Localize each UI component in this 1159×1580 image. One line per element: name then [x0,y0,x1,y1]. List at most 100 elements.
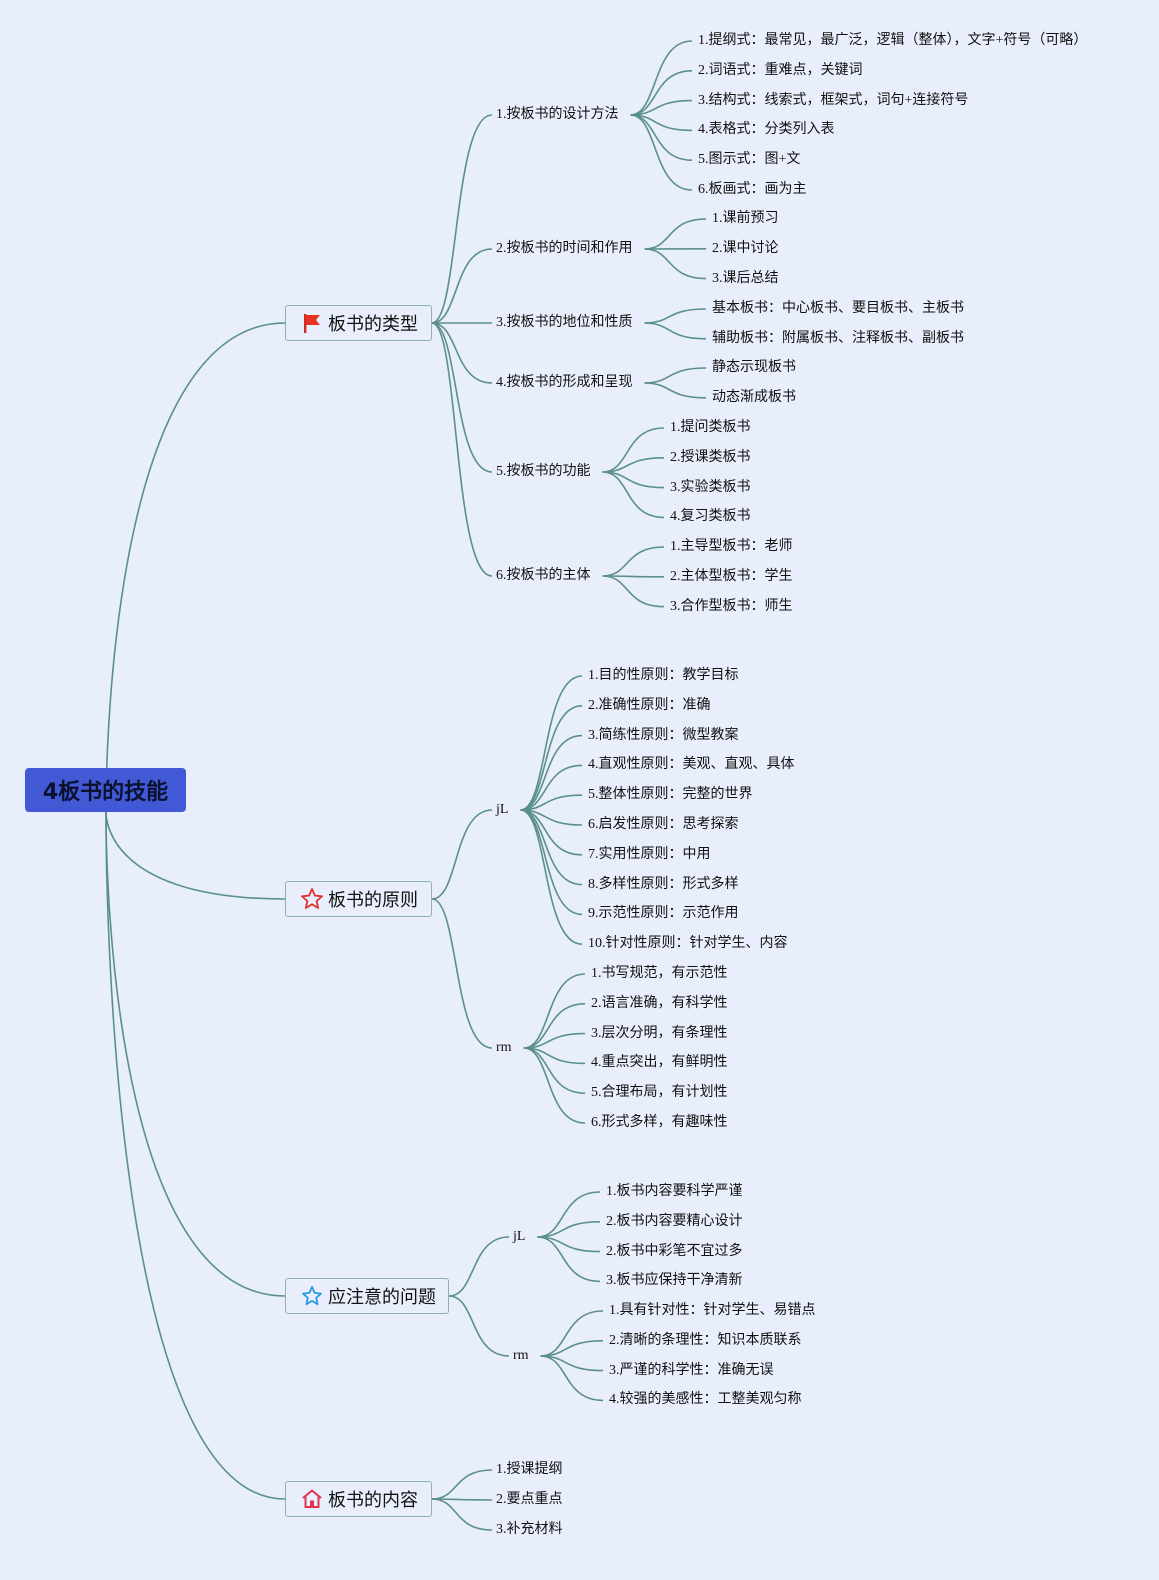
leaf-node-3-1-3[interactable]: 2.板书中彩笔不宜过多 [606,1243,743,1259]
leaf-node-2-2-5[interactable]: 5.合理布局，有计划性 [591,1085,728,1101]
topic-2-1-link-4 [520,764,583,811]
leaf-node-2-1-8[interactable]: 8.多样性原则：形式多样 [588,876,739,892]
leaf-node-3-1-4[interactable]: 3.板书应保持干净清新 [606,1273,743,1289]
leaf-node-2-1-2[interactable]: 2.准确性原则：准确 [588,697,711,713]
branch-node-3[interactable]: 应注意的问题 [285,1278,449,1314]
branch-2-link-2 [431,898,493,1049]
leaf-node-2-1-10[interactable]: 10.针对性原则：针对学生、内容 [588,936,788,952]
leaf-node-1-1-1[interactable]: 1.提纲式：最常见，最广泛，逻辑（整体），文字+符号（可略） [698,33,1088,48]
branch-label: 应注意的问题 [328,1287,436,1308]
leaf-node-1-1-2[interactable]: 2.词语式：重难点，关键词 [698,62,863,78]
red-star-icon [300,887,324,911]
leaf-node-1-4-2[interactable]: 动态渐成板书 [712,389,796,405]
topic-node-1-4[interactable]: 4.按板书的形成和呈现 [496,375,633,390]
branch-node-1[interactable]: 板书的类型 [285,305,432,341]
topic-3-1-link-2 [537,1221,601,1238]
leaf-node-1-5-1[interactable]: 1.提问类板书 [670,420,751,435]
topic-node-4-3[interactable]: 3.补充材料 [496,1522,563,1537]
topic-2-2-link-6 [523,1047,586,1124]
branch-label: 板书的内容 [328,1490,418,1511]
leaf-node-2-1-9[interactable]: 9.示范性原则：示范作用 [588,906,739,922]
topic-node-1-1[interactable]: 1.按板书的设计方法 [496,107,619,122]
topic-2-2-link-4 [523,1047,586,1065]
leaf-node-1-5-3[interactable]: 3.实验类板书 [670,479,751,495]
blue-star-icon [300,1284,324,1308]
leaf-node-3-2-2[interactable]: 2.清晰的条理性：知识本质联系 [609,1332,802,1348]
topic-1-4-link-1 [644,367,707,384]
leaf-node-1-5-2[interactable]: 2.授课类板书 [670,449,751,465]
leaf-node-2-1-4[interactable]: 4.直观性原则：美观、直观、具体 [588,757,795,773]
topic-1-5-link-2 [602,457,665,473]
leaf-node-3-2-3[interactable]: 3.严谨的科学性：准确无误 [609,1362,774,1378]
topic-2-2-link-2 [523,1003,586,1049]
leaf-node-2-2-4[interactable]: 4.重点突出，有鲜明性 [591,1055,728,1071]
leaf-node-3-2-1[interactable]: 1.具有针对性：针对学生、易错点 [609,1303,816,1318]
topic-1-4-link-2 [644,382,707,399]
topic-3-1-link-3 [537,1236,601,1253]
leaf-node-1-6-1[interactable]: 1.主导型板书：老师 [670,539,793,554]
root-node[interactable]: 4板书的技能 [25,768,186,812]
leaf-node-3-1-1[interactable]: 1.板书内容要科学严谨 [606,1184,743,1199]
topic-2-1-link-6 [520,809,583,826]
topic-1-1-link-5 [630,114,693,161]
root-branch-link-4 [105,811,286,1500]
leaf-node-1-2-1[interactable]: 1.课前预习 [712,211,779,226]
topic-node-1-3[interactable]: 3.按板书的地位和性质 [496,315,633,330]
topic-node-4-2[interactable]: 2.要点重点 [496,1492,563,1507]
topic-1-1-link-2 [630,70,693,116]
leaf-node-1-3-1[interactable]: 基本板书：中心板书、要目板书、主板书 [712,301,964,316]
leaf-node-2-1-6[interactable]: 6.启发性原则：思考探索 [588,817,739,832]
branch-1-link-5 [431,322,493,473]
topic-node-1-5[interactable]: 5.按板书的功能 [496,464,591,479]
leaf-node-1-2-3[interactable]: 3.课后总结 [712,270,779,286]
topic-2-1-link-5 [520,794,583,811]
leaf-node-1-1-4[interactable]: 4.表格式：分类列入表 [698,122,835,138]
topic-1-2-link-1 [644,218,707,250]
branch-node-2[interactable]: 板书的原则 [285,881,432,917]
branch-node-4[interactable]: 板书的内容 [285,1481,432,1517]
topic-1-5-link-4 [602,471,665,519]
topic-node-3-1[interactable]: jL [513,1229,526,1244]
leaf-node-1-1-5[interactable]: 5.图示式：图+文 [698,152,801,168]
branch-4-link-1 [431,1469,493,1500]
topic-1-5-link-1 [602,427,665,473]
topic-2-1-link-2 [520,705,583,811]
leaf-node-2-2-2[interactable]: 2.语言准确，有科学性 [591,995,728,1011]
topic-node-4-1[interactable]: 1.授课提纲 [496,1462,563,1477]
topic-node-2-2[interactable]: rm [496,1040,512,1055]
leaf-node-1-3-2[interactable]: 辅助板书：附属板书、注释板书、副板书 [712,330,964,346]
leaf-node-2-1-3[interactable]: 3.简练性原则：微型教案 [588,727,739,743]
leaf-node-1-6-2[interactable]: 2.主体型板书：学生 [670,568,793,584]
leaf-node-1-6-3[interactable]: 3.合作型板书：师生 [670,598,793,614]
branch-1-link-4 [431,322,493,384]
leaf-node-2-1-1[interactable]: 1.目的性原则：教学目标 [588,668,739,683]
topic-2-2-link-3 [523,1032,586,1049]
branch-1-link-6 [431,322,493,577]
topic-3-2-link-2 [540,1340,604,1357]
root-branch-link-2 [105,811,286,900]
topic-node-2-1[interactable]: jL [496,802,509,817]
leaf-node-1-2-2[interactable]: 2.课中讨论 [712,240,779,256]
leaf-node-2-1-7[interactable]: 7.实用性原则：中用 [588,846,711,862]
leaf-node-2-1-5[interactable]: 5.整体性原则：完整的世界 [588,787,753,803]
topic-1-5-link-3 [602,471,665,489]
leaf-node-2-2-6[interactable]: 6.形式多样，有趣味性 [591,1115,728,1130]
leaf-node-1-1-6[interactable]: 6.板画式：画为主 [698,182,807,197]
topic-1-3-link-1 [644,308,707,324]
leaf-node-3-1-2[interactable]: 2.板书内容要精心设计 [606,1213,743,1229]
leaf-node-3-2-4[interactable]: 4.较强的美感性：工整美观匀称 [609,1392,802,1408]
topic-1-1-link-4 [630,114,693,132]
leaf-node-1-1-3[interactable]: 3.结构式：线索式，框架式，词句+连接符号 [698,92,969,108]
topic-2-1-link-8 [520,809,583,886]
leaf-node-2-2-1[interactable]: 1.书写规范，有示范性 [591,966,728,981]
topic-node-1-2[interactable]: 2.按板书的时间和作用 [496,241,633,256]
leaf-node-1-4-1[interactable]: 静态示现板书 [712,360,796,375]
topic-2-2-link-5 [523,1047,586,1094]
topic-3-1-link-1 [537,1191,601,1238]
leaf-node-1-5-4[interactable]: 4.复习类板书 [670,509,751,525]
branch-1-link-1 [431,114,493,324]
topic-node-1-6[interactable]: 6.按板书的主体 [496,568,591,583]
topic-node-3-2[interactable]: rm [513,1348,529,1363]
leaf-node-2-2-3[interactable]: 3.层次分明，有条理性 [591,1025,728,1041]
